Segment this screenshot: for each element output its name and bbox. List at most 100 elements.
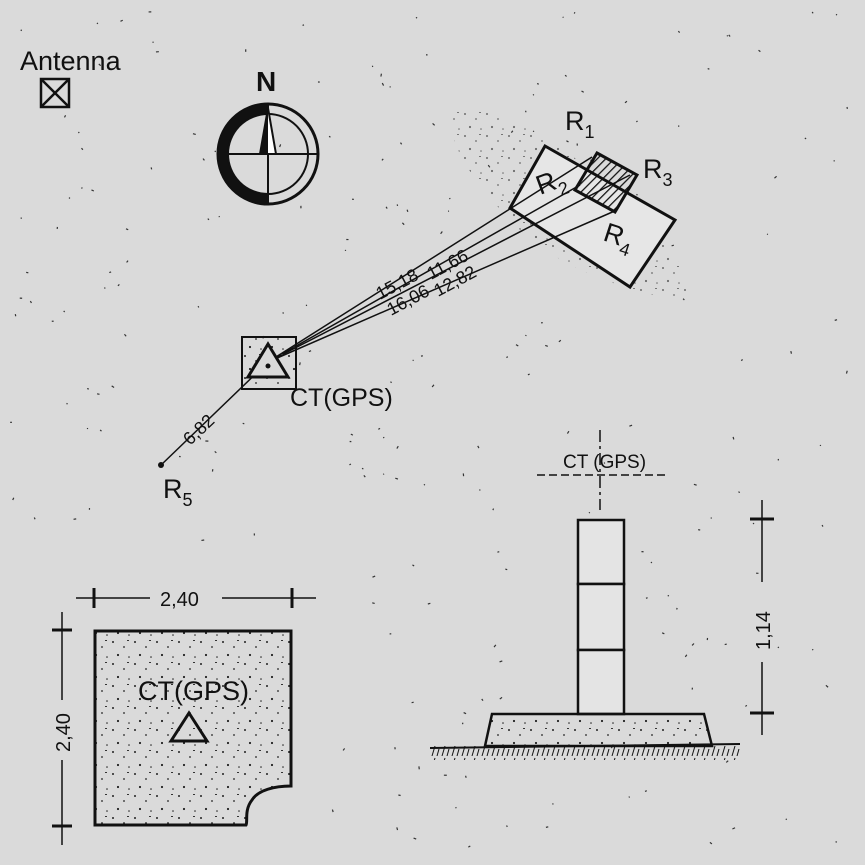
ground-grass [430, 746, 740, 760]
speck [725, 760, 729, 763]
speck [545, 344, 548, 347]
speck [477, 445, 480, 449]
speck [242, 422, 245, 425]
speck [79, 67, 81, 70]
speck [111, 385, 115, 389]
plan-width-label: 2,40 [160, 589, 199, 611]
speck [211, 469, 214, 472]
speck [205, 440, 209, 442]
speck [20, 29, 22, 32]
speck [155, 51, 159, 53]
station-label: CT(GPS) [290, 384, 393, 412]
speck [411, 701, 414, 704]
speck [86, 427, 89, 430]
speck [834, 319, 838, 321]
pillar-footing [483, 712, 714, 748]
speck [676, 607, 678, 610]
speck [724, 643, 727, 646]
speck [645, 597, 648, 599]
speck [279, 144, 282, 148]
reference-structure [451, 108, 690, 300]
speck [558, 339, 562, 343]
speck [443, 774, 447, 776]
speck [218, 215, 220, 218]
plan-triangle-icon [168, 710, 210, 743]
speck [413, 837, 417, 840]
speck [515, 344, 519, 347]
speck [349, 463, 352, 466]
speck [299, 362, 301, 366]
speck [732, 436, 735, 440]
speck [68, 197, 71, 199]
speck [497, 551, 500, 553]
speck [123, 333, 127, 337]
speck [33, 517, 36, 520]
ground-line [429, 743, 741, 749]
speck [479, 489, 481, 491]
speck [644, 790, 647, 792]
speck [401, 222, 405, 226]
antenna-label: Antenna [20, 46, 122, 76]
speck [389, 86, 391, 88]
speck [152, 41, 154, 43]
speck [394, 747, 396, 750]
speck [628, 796, 630, 798]
speck [427, 602, 431, 605]
speck [201, 539, 205, 542]
speck [629, 424, 633, 427]
speck [573, 12, 576, 14]
speck [691, 687, 693, 690]
speck [728, 34, 731, 37]
speck [148, 11, 152, 13]
plan-height-dimension: 2,40 [52, 612, 75, 845]
speck [412, 359, 414, 362]
speck [308, 350, 312, 353]
speck [179, 455, 181, 458]
speck [440, 231, 443, 235]
speck [738, 491, 741, 494]
antenna-icon [39, 77, 71, 109]
elevation-height-dimension: 1,14 [750, 500, 775, 735]
speck [91, 189, 95, 192]
speck [777, 646, 780, 649]
speck [506, 825, 508, 828]
speck [811, 11, 814, 14]
speck [576, 143, 578, 146]
speck [389, 633, 392, 635]
speck [785, 818, 788, 821]
speck [804, 137, 807, 140]
speck [81, 147, 84, 151]
speck [412, 564, 415, 567]
speck [56, 226, 59, 229]
plan-view: 2,40 2,40 CT(GPS) [52, 588, 316, 845]
speck [505, 568, 508, 571]
speck [825, 684, 829, 688]
speck [63, 115, 67, 118]
speck [636, 193, 638, 196]
speck [88, 508, 91, 510]
speck [19, 297, 23, 299]
speck [125, 228, 129, 231]
speck [835, 13, 838, 16]
speck [756, 572, 759, 574]
speck [758, 49, 761, 53]
speck [253, 533, 255, 536]
speck [603, 462, 606, 464]
speck [104, 287, 106, 289]
speck [98, 63, 102, 67]
speck [745, 704, 748, 707]
speck [96, 22, 99, 25]
speck [117, 284, 120, 287]
speck [678, 125, 680, 127]
speck [192, 133, 196, 136]
compass-rose-icon [216, 102, 320, 206]
speck [415, 16, 418, 19]
speck [552, 803, 554, 805]
speck [10, 421, 12, 423]
speck [120, 19, 123, 22]
speck [109, 271, 112, 274]
background-specks [10, 11, 848, 848]
speck [317, 81, 320, 83]
plan-slab [93, 629, 293, 827]
